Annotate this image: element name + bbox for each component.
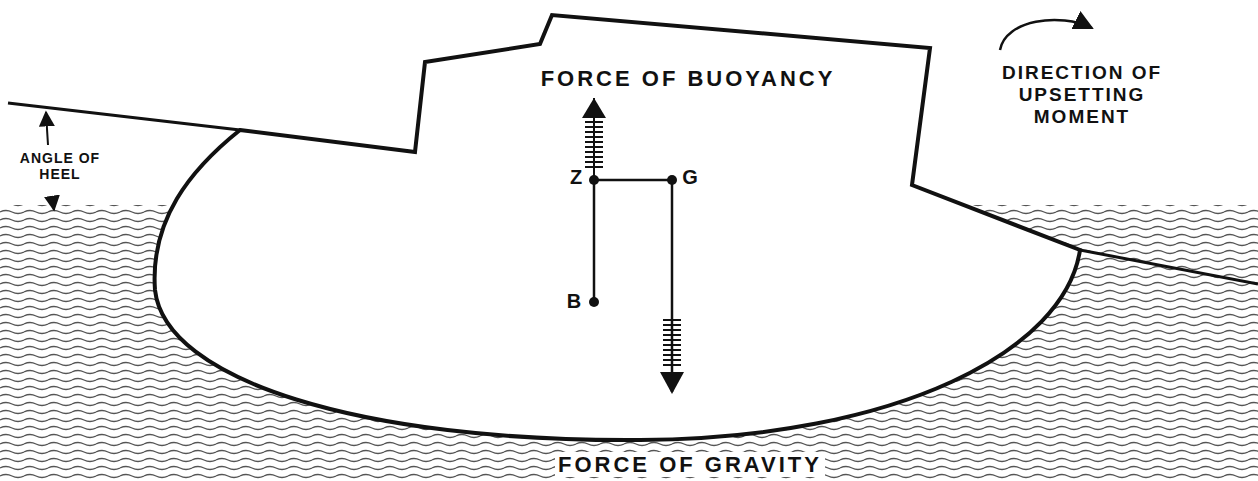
- force-label: FORCE OF BUOYANCY: [541, 66, 836, 91]
- heel-line: [1080, 250, 1258, 284]
- hatch-stroke: [585, 166, 603, 168]
- angle-arrow: [52, 196, 54, 210]
- hatch-stroke: [663, 319, 681, 321]
- hatch-stroke: [585, 126, 603, 128]
- hatch-stroke: [663, 334, 681, 336]
- force-label: FORCE OF GRAVITY: [555, 452, 825, 477]
- point-label: B: [564, 290, 584, 313]
- heel-line: [8, 103, 240, 130]
- hatch-stroke: [585, 141, 603, 143]
- hatch-stroke: [585, 161, 603, 163]
- hatch-stroke: [585, 146, 603, 148]
- hatch-stroke: [585, 136, 603, 138]
- hatch-stroke: [585, 131, 603, 133]
- hatch-stroke: [663, 354, 681, 356]
- angle-label: ANGLE OF HEEL: [11, 150, 109, 182]
- hatch-stroke: [663, 349, 681, 351]
- gravity-arrow: [660, 320, 684, 394]
- hatch-stroke: [585, 156, 603, 158]
- hatch-stroke: [585, 151, 603, 153]
- point-g: [667, 175, 677, 185]
- angle-arrow: [46, 112, 48, 145]
- hatch-stroke: [663, 359, 681, 361]
- hatch-stroke: [663, 329, 681, 331]
- moment-arc: [1000, 20, 1092, 50]
- hatch-stroke: [663, 324, 681, 326]
- moment-label: DIRECTION OF UPSETTING MOMENT: [975, 62, 1190, 128]
- hatch-stroke: [663, 339, 681, 341]
- point-b: [589, 297, 599, 307]
- buoyancy-line: [593, 180, 596, 302]
- hatch-stroke: [663, 344, 681, 346]
- point-z: [589, 175, 599, 185]
- point-label: G: [682, 166, 698, 189]
- hatch-stroke: [585, 121, 603, 123]
- buoyancy-arrow: [582, 98, 606, 180]
- hatch-stroke: [663, 364, 681, 366]
- ship-hull: [155, 15, 1080, 440]
- lever-line: [594, 179, 672, 182]
- point-label: Z: [570, 166, 582, 189]
